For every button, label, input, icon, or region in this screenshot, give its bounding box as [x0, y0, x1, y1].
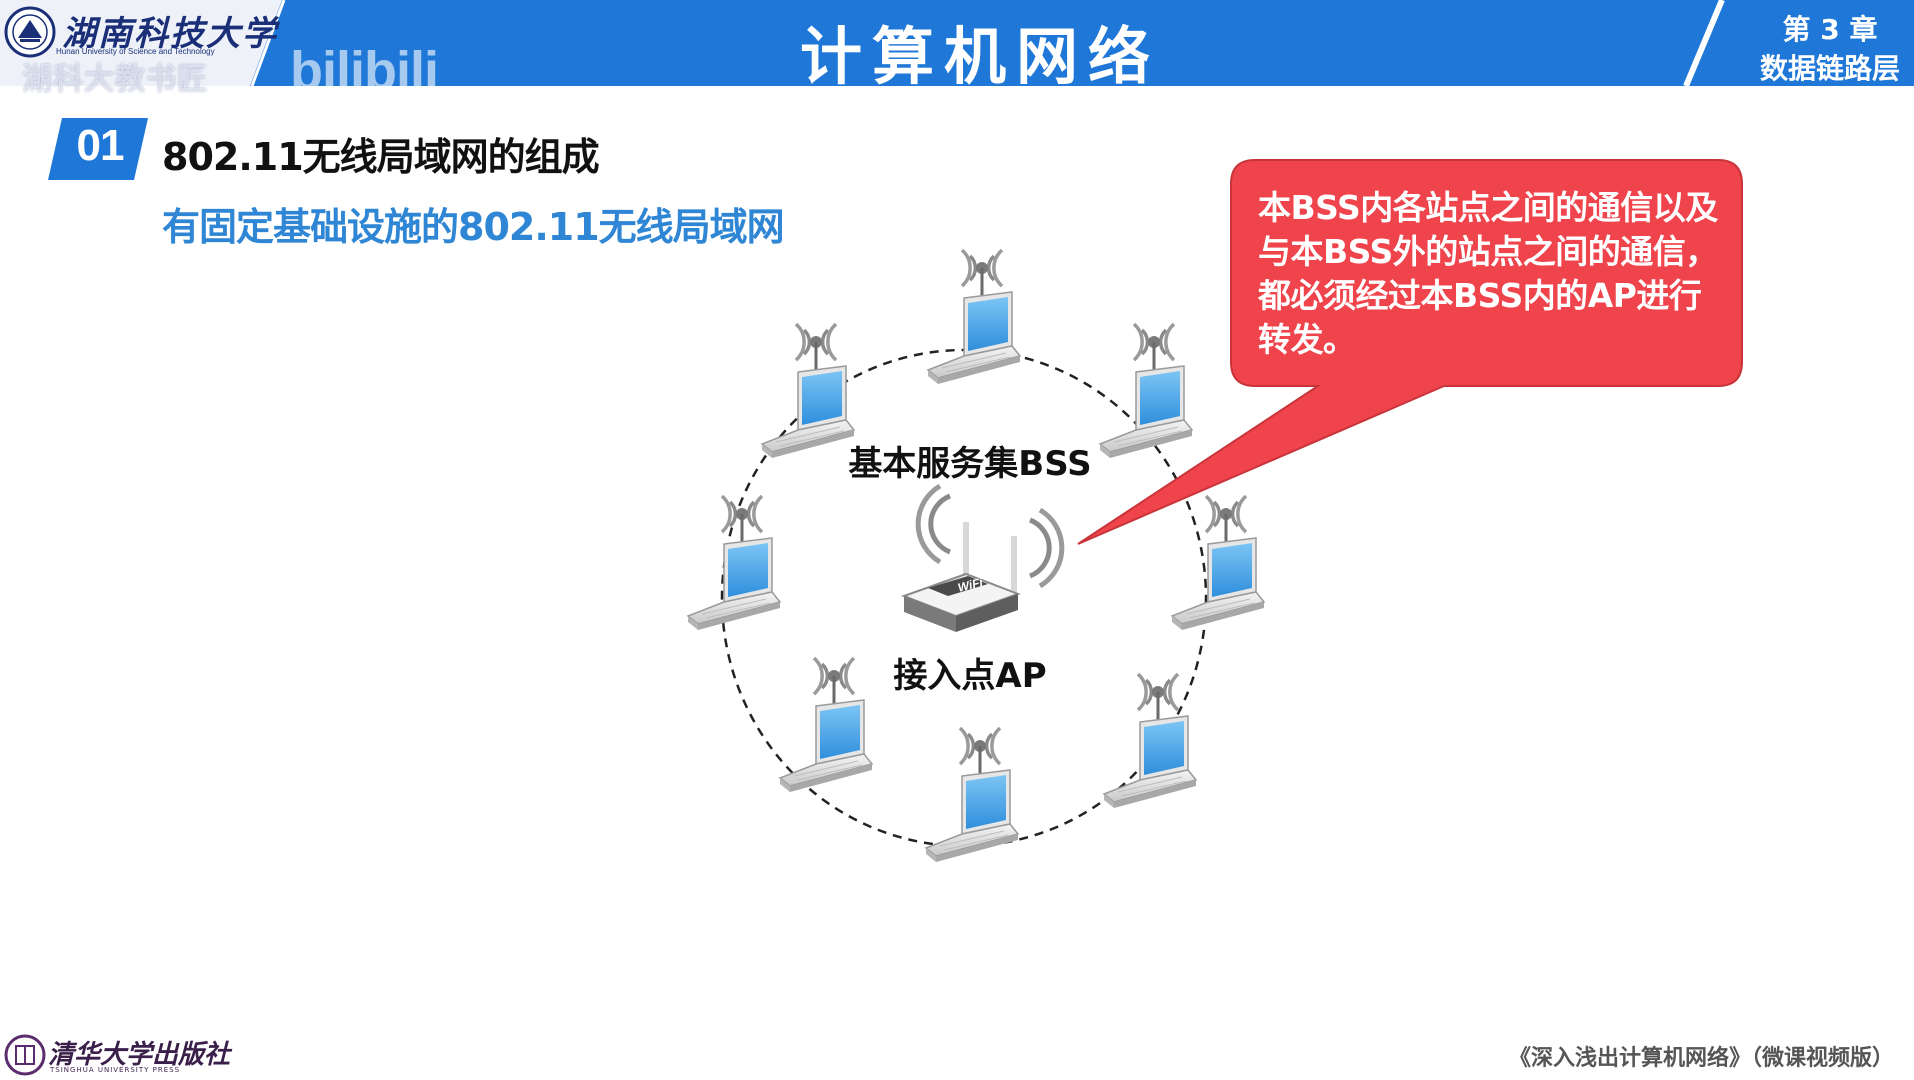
- laptop-station-top: [926, 248, 1022, 386]
- course-title: 计算机网络: [799, 20, 1160, 93]
- callout-bubble: [1077, 159, 1743, 545]
- publisher-name: 清华大学出版社: [48, 1040, 231, 1070]
- section-subtitle: 有固定基础设施的802.11无线局域网: [162, 205, 785, 249]
- book-title: 《深入浅出计算机网络》（微课视频版）: [1508, 1046, 1894, 1071]
- access-point-router-icon: [901, 483, 1065, 632]
- university-logo: [4, 6, 274, 82]
- bilibili-watermark-logo: bilibili: [290, 41, 439, 101]
- laptop-station-bottom: [924, 726, 1020, 864]
- laptop-station-right: [1170, 494, 1266, 632]
- access-point-label: 接入点AP: [893, 656, 1047, 696]
- section-number-badge: [48, 118, 148, 180]
- channel-watermark: 湖科大教书匠: [22, 62, 208, 97]
- publisher-emblem-icon: [4, 1034, 46, 1076]
- university-emblem-icon: [4, 6, 56, 58]
- header-background: [0, 0, 1914, 86]
- chapter-number: 第 3 章: [1782, 13, 1878, 46]
- section-number: 01: [76, 121, 125, 170]
- header-bar: [0, 0, 1914, 86]
- university-name-en: Hunan University of Science and Technolo…: [56, 47, 215, 56]
- university-name: 湖南科技大学: [62, 14, 278, 54]
- bss-label: 基本服务集BSS: [848, 444, 1092, 484]
- chapter-name: 数据链路层: [1759, 52, 1900, 85]
- laptop-station-left: [686, 494, 782, 632]
- laptop-station-bottom-right: [1102, 672, 1198, 810]
- publisher-name-en: TSINGHUA UNIVERSITY PRESS: [50, 1066, 181, 1074]
- ap-wifi-badge: WiFi: [956, 575, 985, 595]
- callout-text: 本BSS内各站点之间的通信以及与本BSS外的站点之间的通信，都必须经过本BSS内…: [1258, 188, 1718, 359]
- section-title: 802.11无线局域网的组成: [162, 135, 600, 179]
